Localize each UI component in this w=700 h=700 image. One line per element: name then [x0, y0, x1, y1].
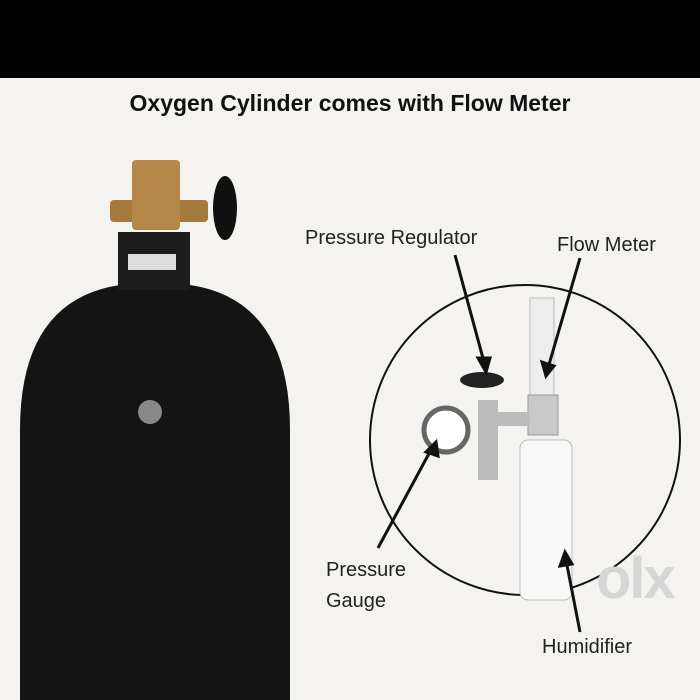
flow-meter-label: Flow Meter: [557, 234, 656, 256]
page-title: Oxygen Cylinder comes with Flow Meter: [129, 90, 571, 116]
flow-meter-assembly: [421, 297, 573, 601]
pressure-gauge-label-line1: Pressure: [326, 559, 407, 581]
olx-watermark: olx: [596, 546, 676, 611]
oxygen-cylinder: [20, 160, 290, 700]
humidifier-label: Humidifier: [542, 636, 633, 658]
pressure-gauge-label-line2: Gauge: [326, 590, 387, 612]
pointer-arrows: [376, 254, 582, 633]
pressure-regulator-label: Pressure Regulator: [305, 227, 478, 249]
top-black-bar: [0, 0, 700, 78]
